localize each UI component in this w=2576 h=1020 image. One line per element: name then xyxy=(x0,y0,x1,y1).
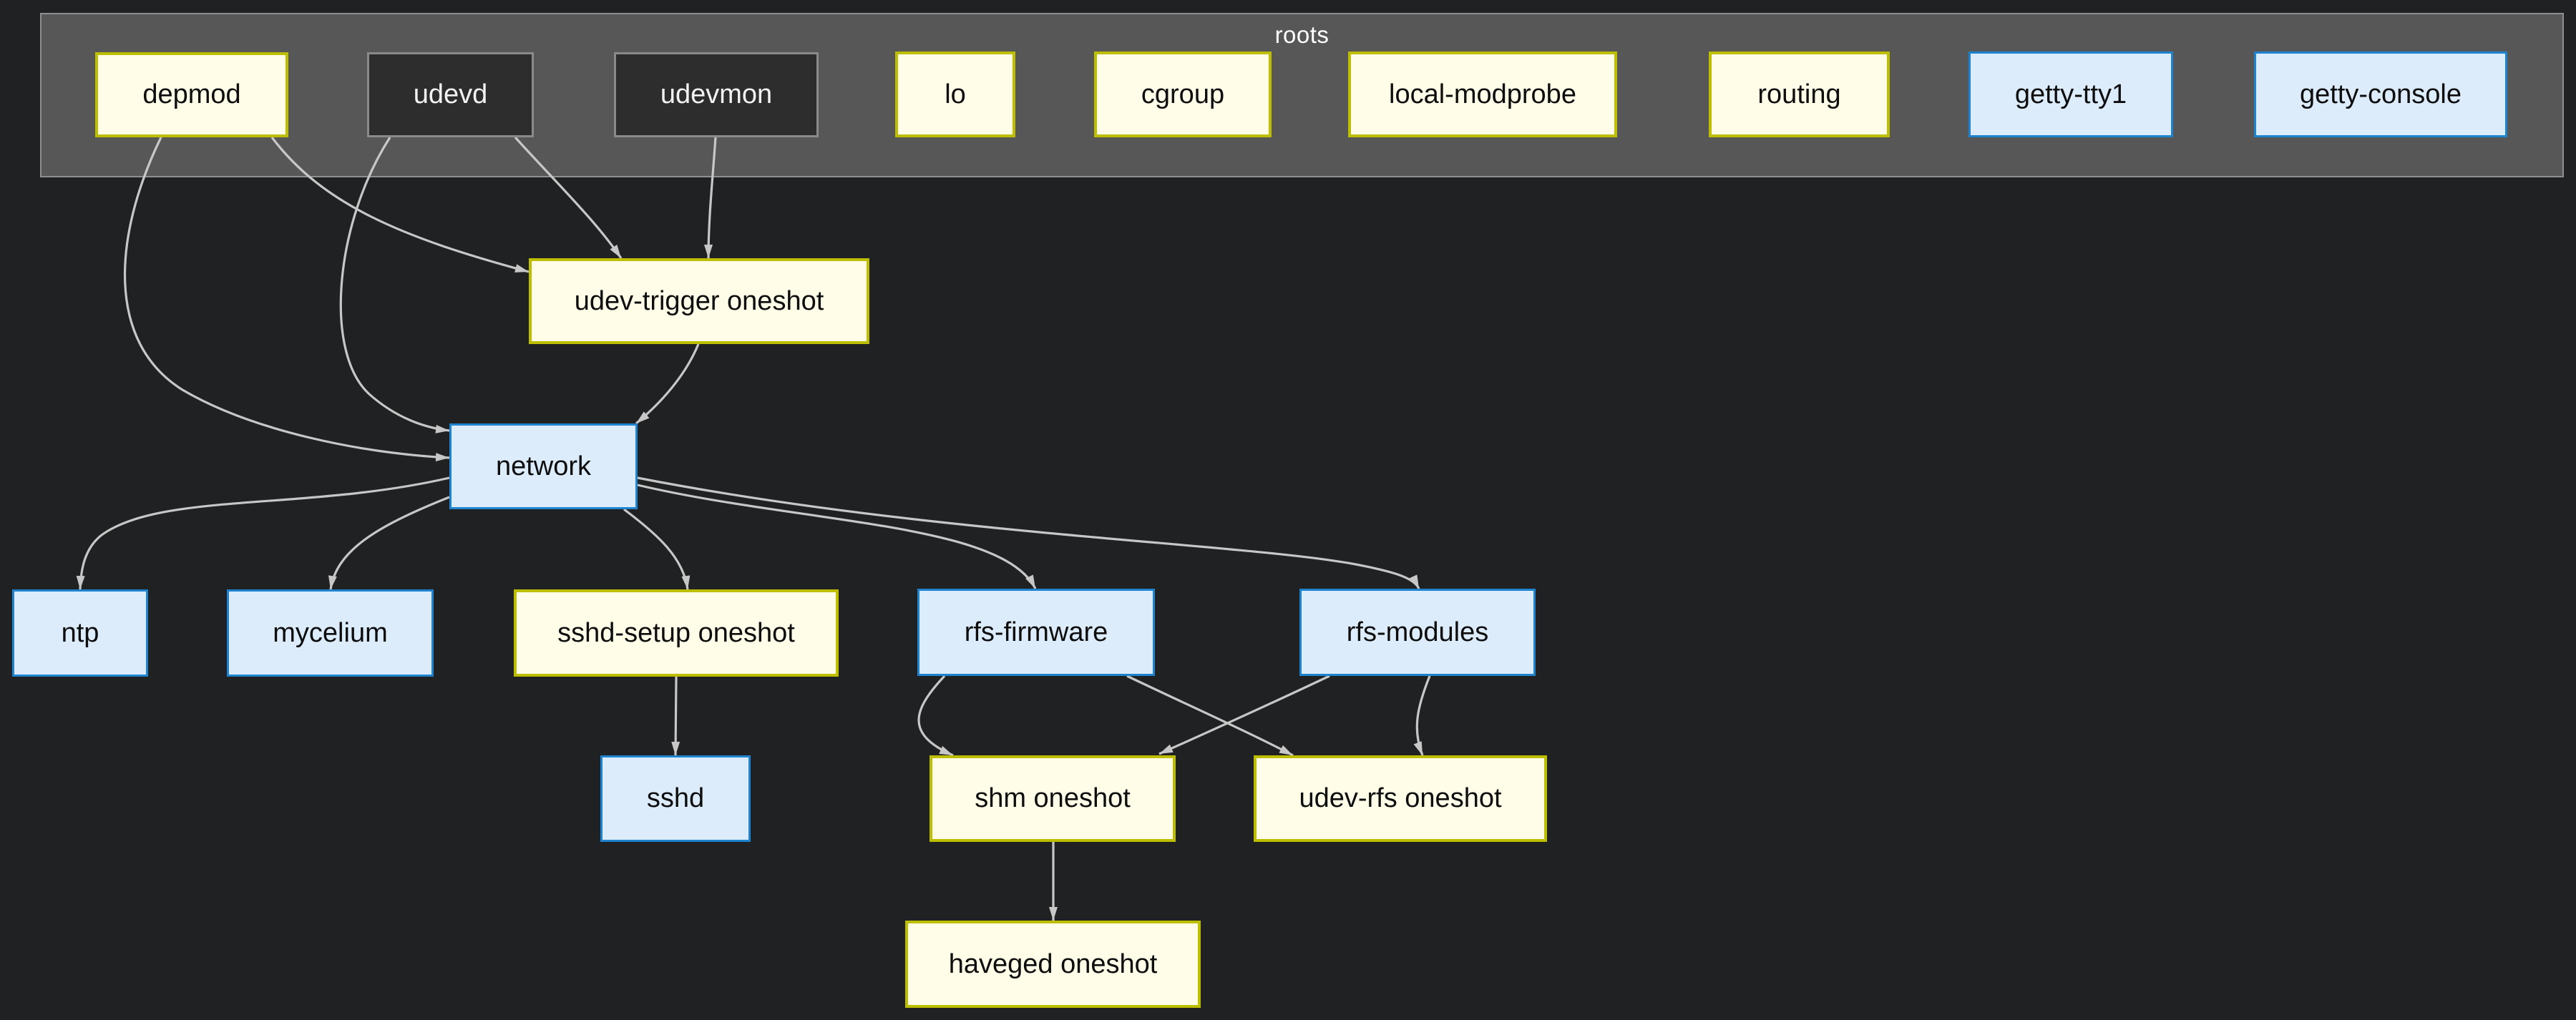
node-label: haveged oneshot xyxy=(948,948,1158,979)
edge-network-rfs-modules xyxy=(637,476,1420,589)
edge-udevd-udev-trigger-oneshot xyxy=(514,136,623,259)
node-mycelium: mycelium xyxy=(227,589,434,677)
edge-network-sshd-setup-oneshot xyxy=(623,508,691,590)
node-label: getty-console xyxy=(2299,79,2462,109)
edge-udev-trigger-oneshot-network xyxy=(635,343,700,425)
node-label: depmod xyxy=(142,79,241,109)
edge-depmod-udev-trigger-oneshot xyxy=(270,137,530,273)
node-label: lo xyxy=(945,79,966,109)
node-label: routing xyxy=(1757,79,1841,109)
node-rfs-firmware: rfs-firmware xyxy=(917,589,1155,676)
edge-depmod-network xyxy=(123,137,450,462)
edge-udevd-network xyxy=(339,137,450,433)
node-routing: routing xyxy=(1709,52,1890,137)
edge-sshd-setup-oneshot-sshd xyxy=(671,676,680,756)
node-label: network xyxy=(495,451,592,481)
node-label: sshd-setup oneshot xyxy=(557,617,795,648)
edge-group xyxy=(76,136,1431,921)
node-label: udevmon xyxy=(660,79,773,109)
edge-rfs-firmware-shm-oneshot xyxy=(917,675,954,757)
edge-network-mycelium xyxy=(328,496,450,590)
node-label: getty-tty1 xyxy=(2014,79,2127,109)
edge-rfs-firmware-udev-rfs-oneshot xyxy=(1126,675,1294,757)
node-label: udev-rfs oneshot xyxy=(1299,783,1502,813)
node-depmod: depmod xyxy=(95,52,288,137)
node-lo: lo xyxy=(895,52,1015,137)
node-label: sshd xyxy=(646,783,705,813)
node-getty-console: getty-console xyxy=(2254,52,2507,137)
node-local-modprobe: local-modprobe xyxy=(1348,52,1617,137)
node-ntp: ntp xyxy=(12,589,148,677)
node-sshd-setup-oneshot: sshd-setup oneshot xyxy=(514,589,839,677)
node-label: udev-trigger oneshot xyxy=(574,285,824,316)
edge-udevmon-udev-trigger-oneshot xyxy=(704,137,717,259)
node-sshd: sshd xyxy=(600,755,751,842)
edge-rfs-modules-udev-rfs-oneshot xyxy=(1413,675,1431,756)
node-haveged-oneshot: haveged oneshot xyxy=(905,921,1201,1008)
edge-network-ntp xyxy=(76,476,450,590)
node-udevd: udevd xyxy=(367,52,534,137)
node-cgroup: cgroup xyxy=(1094,52,1272,137)
edge-rfs-modules-shm-oneshot xyxy=(1158,675,1330,755)
roots-cluster-label: roots xyxy=(1274,21,1330,48)
node-label: ntp xyxy=(61,617,99,648)
node-shm-oneshot: shm oneshot xyxy=(930,755,1176,842)
node-network: network xyxy=(449,423,638,509)
node-udevmon: udevmon xyxy=(614,52,819,137)
node-label: local-modprobe xyxy=(1389,79,1576,109)
node-label: rfs-modules xyxy=(1346,617,1489,647)
node-getty-tty1: getty-tty1 xyxy=(1968,52,2173,137)
node-udev-trigger-oneshot: udev-trigger oneshot xyxy=(529,258,869,344)
node-label: rfs-firmware xyxy=(964,617,1108,647)
node-label: udevd xyxy=(413,79,488,109)
node-label: cgroup xyxy=(1141,79,1225,109)
node-label: mycelium xyxy=(273,617,388,648)
node-label: shm oneshot xyxy=(975,783,1131,813)
node-udev-rfs-oneshot: udev-rfs oneshot xyxy=(1254,755,1547,842)
edge-network-rfs-firmware xyxy=(637,484,1037,589)
node-rfs-modules: rfs-modules xyxy=(1299,589,1536,676)
